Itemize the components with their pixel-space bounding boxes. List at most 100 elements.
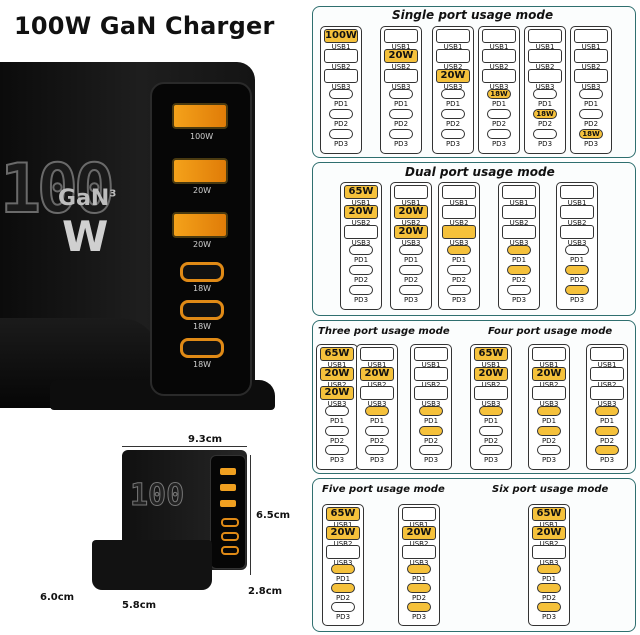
v2-usb1-label: USB1 — [409, 521, 429, 529]
d3-pd1-label: PD1 — [451, 256, 467, 264]
d3-usb3-slot — [442, 225, 476, 239]
s1-usb1-slot: 100W — [324, 29, 358, 43]
port-label-3: 20W — [193, 240, 212, 249]
v2-pd3-slot — [407, 602, 431, 612]
v2-usb1-slot — [402, 507, 436, 521]
s5-pd3-slot — [533, 129, 557, 139]
s6-pd3-label: PD3 — [583, 140, 599, 148]
brand-w: W — [62, 212, 109, 261]
s6-pd1-slot — [579, 89, 603, 99]
t3-usb1-label: USB1 — [421, 361, 441, 369]
d3-pd2-slot — [447, 265, 471, 275]
d4-pd1-slot — [507, 245, 531, 255]
d5-usb2-label: USB2 — [567, 219, 587, 227]
d3-usb2-label: USB2 — [449, 219, 469, 227]
f2-usb1-slot — [532, 347, 566, 361]
f3-pd1-slot — [595, 406, 619, 416]
s5-pd2-label: PD2 — [537, 120, 553, 128]
d5-pd1-slot — [565, 245, 589, 255]
s2-pd2-slot — [389, 109, 413, 119]
s3-pd3-slot — [441, 129, 465, 139]
f1-pd1-label: PD1 — [483, 417, 499, 425]
d4-pd3-slot — [507, 285, 531, 295]
usb-a-port-3 — [172, 212, 228, 238]
s1-pd2-slot — [329, 109, 353, 119]
d2-pd3-slot — [399, 285, 423, 295]
f2-pd2-slot — [537, 425, 561, 436]
s3-usb1-slot — [436, 29, 470, 43]
d4-usb2-label: USB2 — [509, 219, 529, 227]
f1-pd2-label: PD2 — [483, 436, 499, 445]
d3-pd3-slot — [447, 285, 471, 295]
t3-usb3-slot — [414, 386, 448, 401]
d5-usb1-label: USB1 — [567, 199, 587, 207]
v2-pd2-label: PD2 — [411, 594, 427, 602]
d4-pd1-label: PD1 — [511, 256, 527, 264]
s4-usb1-label: USB1 — [489, 43, 509, 51]
s2-pd1-label: PD1 — [393, 100, 409, 108]
brand-gan: GaN3 — [58, 186, 117, 211]
f2-pd3-label: PD3 — [541, 456, 557, 465]
t2-usb1-label: USB1 — [367, 361, 387, 369]
t1-pd3-slot — [325, 445, 349, 456]
s4-usb1-slot — [482, 29, 516, 43]
dim-stand-depth: 6.0cm — [40, 592, 75, 603]
t2-pd1-slot — [365, 406, 389, 416]
d3-usb1-slot — [442, 185, 476, 199]
t3-pd1-label: PD1 — [423, 417, 439, 425]
f1-pd3-slot — [479, 445, 503, 456]
d2-usb3-slot: 20W — [394, 225, 428, 239]
s2-pd2-label: PD2 — [393, 120, 409, 128]
d4-usb3-slot — [502, 225, 536, 239]
v1-usb1-slot: 65W — [326, 507, 360, 521]
s4-pd1-slot: 18W — [487, 89, 511, 99]
v2-pd3-label: PD3 — [411, 613, 427, 621]
x1-pd3-slot — [537, 602, 561, 612]
d5-pd1-label: PD1 — [569, 256, 585, 264]
d2-pd1-slot — [399, 245, 423, 255]
f2-usb3-label: USB3 — [539, 400, 559, 409]
d2-usb3-label: USB3 — [401, 239, 421, 247]
f2-usb3-slot — [532, 386, 566, 401]
d3-pd2-label: PD2 — [451, 276, 467, 284]
d1-usb2-slot: 20W — [344, 205, 378, 219]
f3-usb3-slot — [590, 386, 624, 401]
usb-a-port-2 — [172, 158, 228, 184]
small-brand-number: 100 — [129, 478, 185, 514]
f3-pd2-slot — [595, 425, 619, 436]
s3-usb3-label: USB3 — [443, 83, 463, 91]
s3-pd3-label: PD3 — [445, 140, 461, 148]
d2-pd3-label: PD3 — [403, 296, 419, 304]
f3-usb1-label: USB1 — [597, 361, 617, 369]
s4-usb3-label: USB3 — [489, 83, 509, 91]
d4-pd2-slot — [507, 265, 531, 275]
d5-pd3-slot — [565, 285, 589, 295]
f3-usb2-label: USB2 — [597, 380, 617, 389]
x1-usb1-label: USB1 — [539, 521, 559, 529]
f2-pd1-slot — [537, 406, 561, 416]
width-line — [122, 446, 247, 447]
brand-number: 100 — [0, 149, 116, 230]
f1-pd1-slot — [479, 406, 503, 416]
t3-usb1-slot — [414, 347, 448, 361]
t3-pd2-slot — [419, 425, 443, 436]
s1-usb2-label: USB2 — [331, 63, 351, 71]
t1-usb1-label: USB1 — [327, 361, 347, 369]
x1-pd1-slot — [537, 564, 561, 574]
s4-pd3-label: PD3 — [491, 140, 507, 148]
dim-depth: 2.8cm — [248, 586, 283, 597]
d2-usb1-slot — [394, 185, 428, 199]
usb-a-port-1 — [172, 103, 228, 129]
s2-usb3-slot — [384, 69, 418, 83]
f1-usb1-label: USB1 — [481, 361, 501, 369]
s5-usb3-slot — [528, 69, 562, 83]
d2-usb1-label: USB1 — [401, 199, 421, 207]
s1-usb1-label: USB1 — [331, 43, 351, 51]
x1-usb3-label: USB3 — [539, 559, 559, 567]
d3-usb2-slot — [442, 205, 476, 219]
f2-pd3-slot — [537, 445, 561, 456]
t3-pd3-slot — [419, 445, 443, 456]
t1-usb1-slot: 65W — [320, 347, 354, 361]
v1-usb3-slot — [326, 545, 360, 559]
t3-pd1-slot — [419, 406, 443, 416]
